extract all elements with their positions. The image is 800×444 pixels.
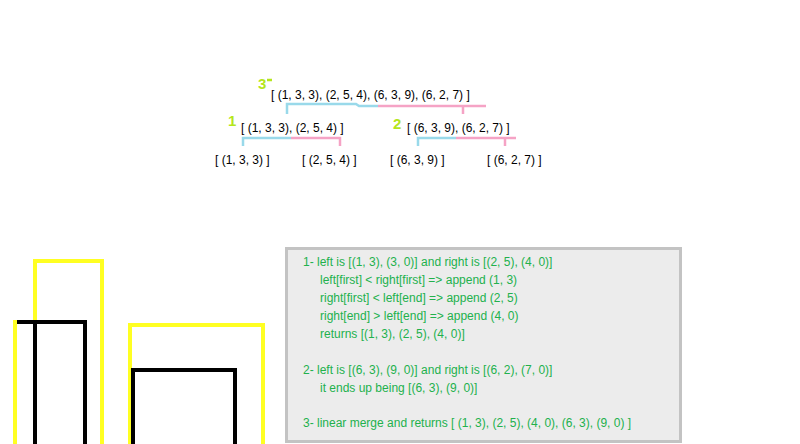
building-outline [33, 322, 37, 444]
list-text: [ (1, 3, 3), (2, 5, 4) ] [241, 121, 344, 135]
note-line: 3- linear merge and returns [ (1, 3), (2… [303, 416, 631, 430]
note-line: right[first] < left[end] => append (2, 5… [320, 291, 518, 305]
list-text: [ (2, 5, 4) ] [302, 153, 357, 167]
right-underline [378, 105, 486, 108]
note-line: left[first] < right[first] => append (1,… [320, 273, 517, 287]
marker-stroke [267, 79, 272, 82]
note-line: right[end] > left[end] => append (4, 0) [320, 309, 518, 323]
list-text: [ (6, 3, 9) ] [390, 153, 445, 167]
note-line: 2- left is [(6, 3), (9, 0)] and right is… [303, 363, 552, 377]
underline-tick [504, 138, 507, 146]
list-text: [ (1, 3, 3), (2, 5, 4), (6, 3, 9), (6, 2… [271, 88, 470, 102]
callout-number: 1 [228, 114, 236, 128]
underline-tick [462, 106, 465, 114]
list-text: [ (6, 3, 9), (6, 2, 7) ] [407, 121, 510, 135]
building-outline [133, 370, 235, 444]
note-panel: 1- left is [(1, 3), (3, 0)] and right is… [285, 247, 682, 443]
skyline-outline [15, 261, 102, 444]
right-underline [291, 138, 340, 146]
callout-number: 2 [393, 117, 401, 131]
left-underline [243, 138, 291, 146]
left-underline [418, 138, 456, 146]
list-text: [ (1, 3, 3) ] [215, 153, 270, 167]
note-line: returns [(1, 3), (2, 5), (4, 0)] [320, 327, 465, 341]
note-line: 1- left is [(1, 3), (3, 0)] and right is… [303, 255, 552, 269]
skyline-outline [130, 325, 263, 444]
building-outline [17, 322, 85, 444]
left-underline [287, 104, 378, 114]
list-text: [ (6, 2, 7) ] [487, 153, 542, 167]
note-line: it ends up being [(6, 3), (9, 0)] [320, 381, 477, 395]
right-underline [456, 137, 516, 140]
callout-number: 3 [258, 77, 266, 91]
